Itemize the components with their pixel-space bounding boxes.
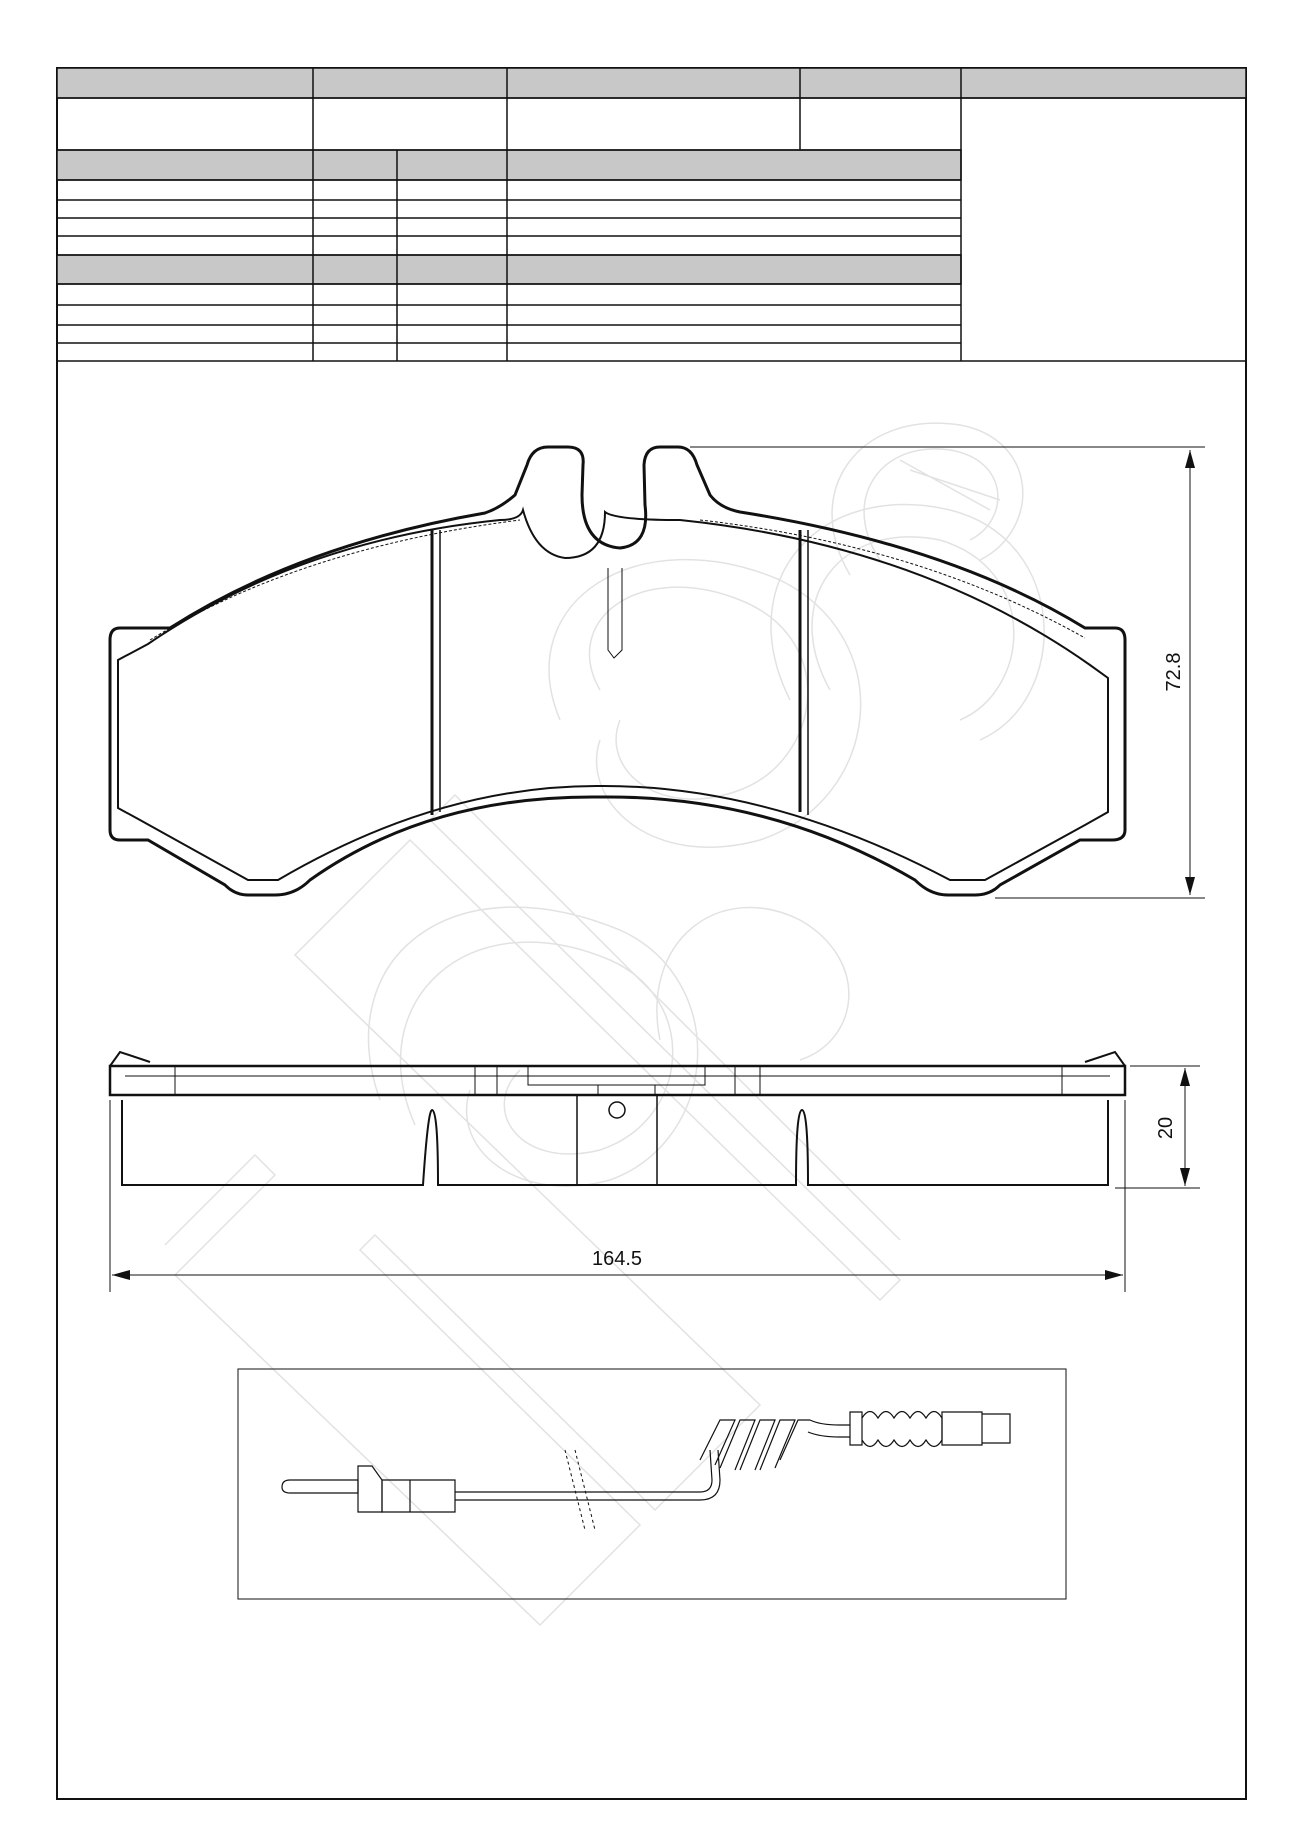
wear-sensor-detail [237, 1368, 1067, 1600]
thickness-arrow-top [1180, 1068, 1190, 1086]
sensor-plug [941, 1411, 1011, 1446]
sensor-coil [699, 1419, 810, 1471]
pad-backing-plate [108, 445, 1127, 897]
sensor-lead [807, 1419, 850, 1438]
sensor-body [381, 1479, 456, 1513]
height-arrow-bottom [1185, 877, 1195, 895]
sensor-wire [455, 1449, 721, 1501]
width-dimension-label: 164.5 [592, 1248, 642, 1270]
pad-friction-material [117, 506, 1109, 881]
side-friction-block [121, 1100, 1109, 1186]
sensor-hole [608, 1101, 626, 1119]
watermark-logo [164, 422, 1045, 1627]
sensor-clip [357, 1465, 383, 1513]
width-arrow-left [112, 1270, 130, 1280]
sensor-connector [849, 1410, 943, 1448]
side-backing-plate [108, 1064, 1127, 1097]
wire-break-mark [564, 1449, 596, 1531]
header-table [56, 67, 1247, 362]
thickness-dimension-label: 20 [1155, 1117, 1177, 1139]
side-plate-end-left [109, 1050, 151, 1095]
width-arrow-right [1105, 1270, 1123, 1280]
height-dimension-label: 72.8 [1163, 653, 1185, 692]
brake-pad-side-view [108, 1050, 1200, 1292]
sensor-probe [281, 1479, 359, 1494]
side-plate-end-right [1084, 1050, 1126, 1067]
pad-chamfer-outline [149, 519, 1086, 641]
thickness-arrow-bottom [1180, 1168, 1190, 1186]
brake-pad-front-view [108, 445, 1205, 899]
sensor-frame [237, 1368, 1067, 1600]
sheet-border [56, 67, 1247, 1800]
height-arrow-top [1185, 450, 1195, 468]
sensor-groove [607, 568, 623, 659]
